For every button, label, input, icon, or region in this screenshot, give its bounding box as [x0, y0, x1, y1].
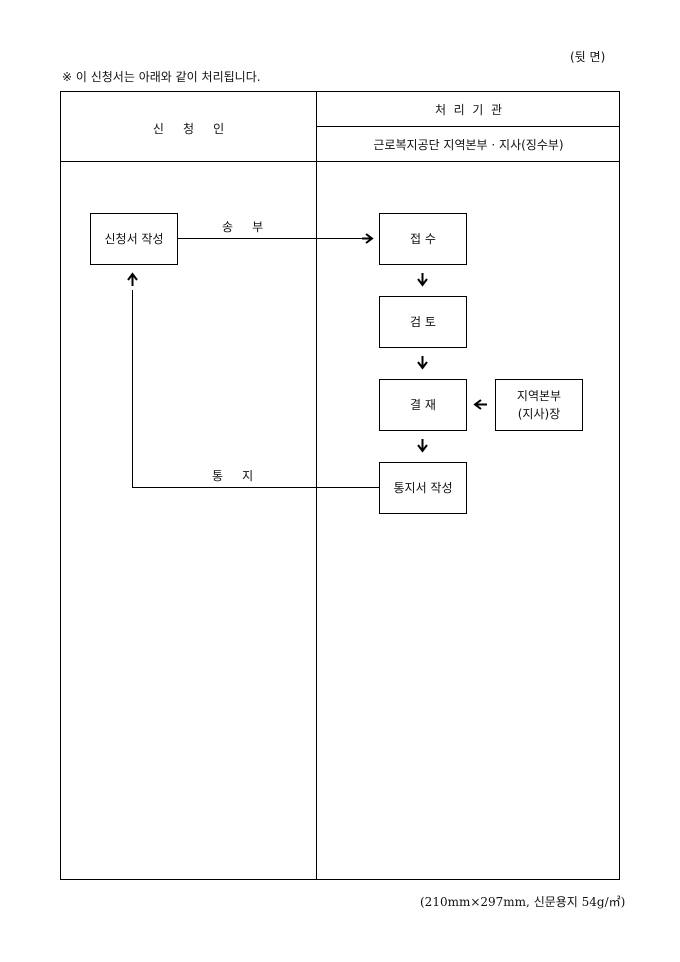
arrow-up-icon — [127, 272, 138, 286]
arrow-down-icon — [417, 356, 428, 370]
arrow-left-icon — [473, 399, 487, 410]
notify-label: 통 지 — [212, 469, 254, 483]
applicant-header: 신 청 인 — [152, 122, 225, 136]
processor-header: 처 리 기 관 — [434, 103, 503, 117]
review-box: 검 토 — [379, 296, 467, 348]
approve-box: 결 재 — [379, 379, 467, 431]
notice-text: ※ 이 신청서는 아래와 같이 처리됩니다. — [62, 70, 261, 84]
approver-box: 지역본부 (지사)장 — [495, 379, 583, 431]
processor-subheader: 근로복지공단 지역본부 · 지사(징수부) — [373, 138, 564, 152]
write-notice-box: 통지서 작성 — [379, 462, 467, 514]
arrow-down-icon — [417, 273, 428, 287]
page-side-label: (뒷 면) — [570, 50, 606, 64]
receive-box: 접 수 — [379, 213, 467, 265]
arrow-down-icon — [417, 439, 428, 453]
write-application-box: 신청서 작성 — [90, 213, 178, 265]
send-label: 송 부 — [222, 220, 264, 234]
arrow-right-icon — [362, 233, 374, 244]
paper-spec-footer: (210mm×297mm, 신문용지 54g/㎡) — [420, 895, 626, 909]
